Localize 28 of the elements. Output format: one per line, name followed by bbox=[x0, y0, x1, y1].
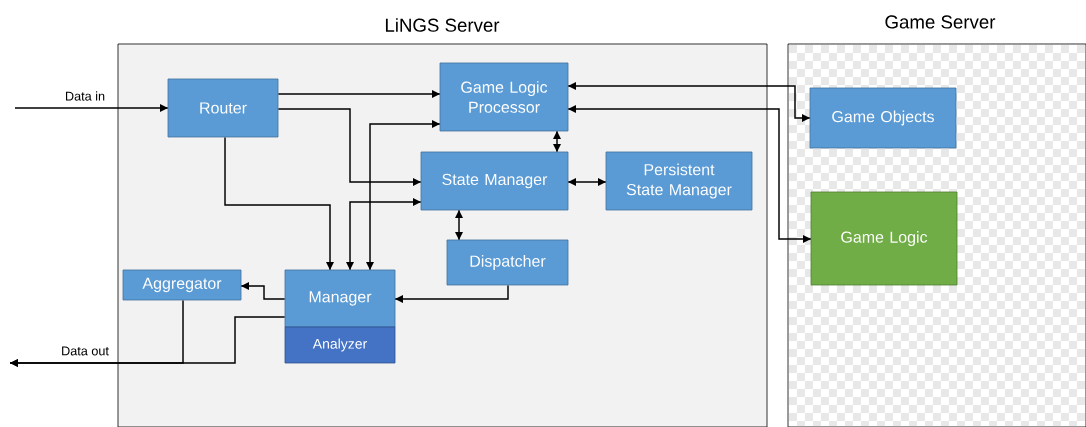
arrow bbox=[366, 120, 441, 271]
arrow bbox=[394, 284, 509, 303]
edge-label: Data in bbox=[66, 91, 105, 101]
arrow bbox=[240, 282, 286, 300]
node-label: LiNGS Server bbox=[385, 18, 500, 32]
arrow bbox=[553, 130, 561, 153]
arrow bbox=[9, 299, 184, 367]
process-box: Game Logic Processor bbox=[439, 62, 569, 132]
arrow bbox=[346, 198, 422, 271]
component-bar: Analyzer bbox=[284, 326, 396, 364]
process-box: Game Objects bbox=[809, 87, 957, 149]
process-box: Persistent State Manager bbox=[605, 151, 753, 211]
process-box: Game Logic bbox=[810, 191, 958, 286]
arrow bbox=[567, 178, 607, 186]
arrow bbox=[567, 82, 811, 122]
process-box: Dispatcher bbox=[446, 239, 569, 286]
process-box: Aggregator bbox=[122, 269, 242, 301]
node-label: Game Server bbox=[885, 15, 996, 29]
process-box: Manager bbox=[284, 269, 396, 328]
process-box: Router bbox=[167, 78, 279, 138]
arrow bbox=[277, 108, 422, 186]
edge-label: Data out bbox=[62, 346, 109, 356]
arrow bbox=[277, 90, 441, 98]
process-box: State Manager bbox=[420, 151, 569, 211]
arrow bbox=[224, 136, 334, 271]
arrow bbox=[455, 209, 463, 241]
arrow bbox=[14, 104, 169, 112]
arrow bbox=[567, 105, 812, 243]
